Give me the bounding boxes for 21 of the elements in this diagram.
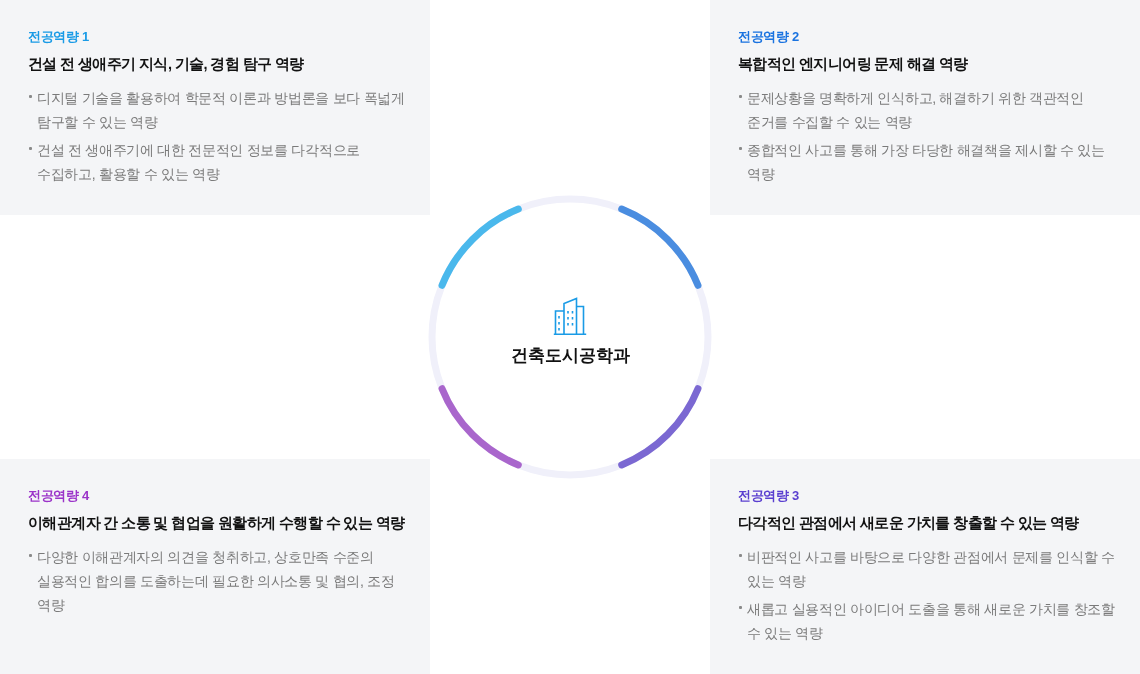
competency-label: 전공역량 1 xyxy=(28,28,90,46)
competency-heading: 다각적인 관점에서 새로운 가치를 창출할 수 있는 역량 xyxy=(738,514,1079,533)
info-panel xyxy=(710,0,1140,215)
bullet-text: 비판적인 사고를 바탕으로 다양한 관점에서 문제를 인식할 수 있는 역량 xyxy=(747,548,1116,591)
competency-label: 전공역량 2 xyxy=(738,28,800,46)
info-panel xyxy=(710,459,1140,674)
bullet-text: 다양한 이해관계자의 의견을 청취하고, 상호만족 수준의 실용적인 합의를 도출하는데 필요한 의사소통 및 협의, 조정 역량 xyxy=(37,548,396,615)
bullet-text: 건설 전 생애주기에 대한 전문적인 정보를 다각적으로 수집하고, 활용할 수 있는 역량 xyxy=(37,141,361,184)
bullet-text: 종합적인 사고를 통해 가장 타당한 해결책을 제시할 수 있는 역량 xyxy=(747,141,1106,184)
bullet-text: 새롭고 실용적인 아이디어 도출을 통해 새로운 가치를 창조할 수 있는 역량 xyxy=(747,600,1116,643)
competency-heading: 이해관계자 간 소통 및 협업을 원활하게 수행할 수 있는 역량 xyxy=(28,514,405,533)
ring-circle xyxy=(428,195,712,479)
competency-heading: 복합적인 엔지니어링 문제 해결 역량 xyxy=(738,55,968,74)
info-panel xyxy=(0,459,430,674)
bullet-text: 디지털 기술을 활용하여 학문적 이론과 방법론을 보다 폭넓게 탐구할 수 있는 역량 xyxy=(37,89,406,132)
department-name: 건축도시공학과 xyxy=(510,345,630,367)
bullet-text: 문제상황을 명확하게 인식하고, 해결하기 위한 객관적인 준거를 수집할 수 있는 역량 xyxy=(747,89,1085,132)
info-panel xyxy=(0,0,430,215)
competency-label: 전공역량 3 xyxy=(738,487,800,505)
competency-label: 전공역량 4 xyxy=(28,487,90,505)
competency-heading: 건설 전 생애주기 지식, 기술, 경험 탐구 역량 xyxy=(28,55,304,74)
